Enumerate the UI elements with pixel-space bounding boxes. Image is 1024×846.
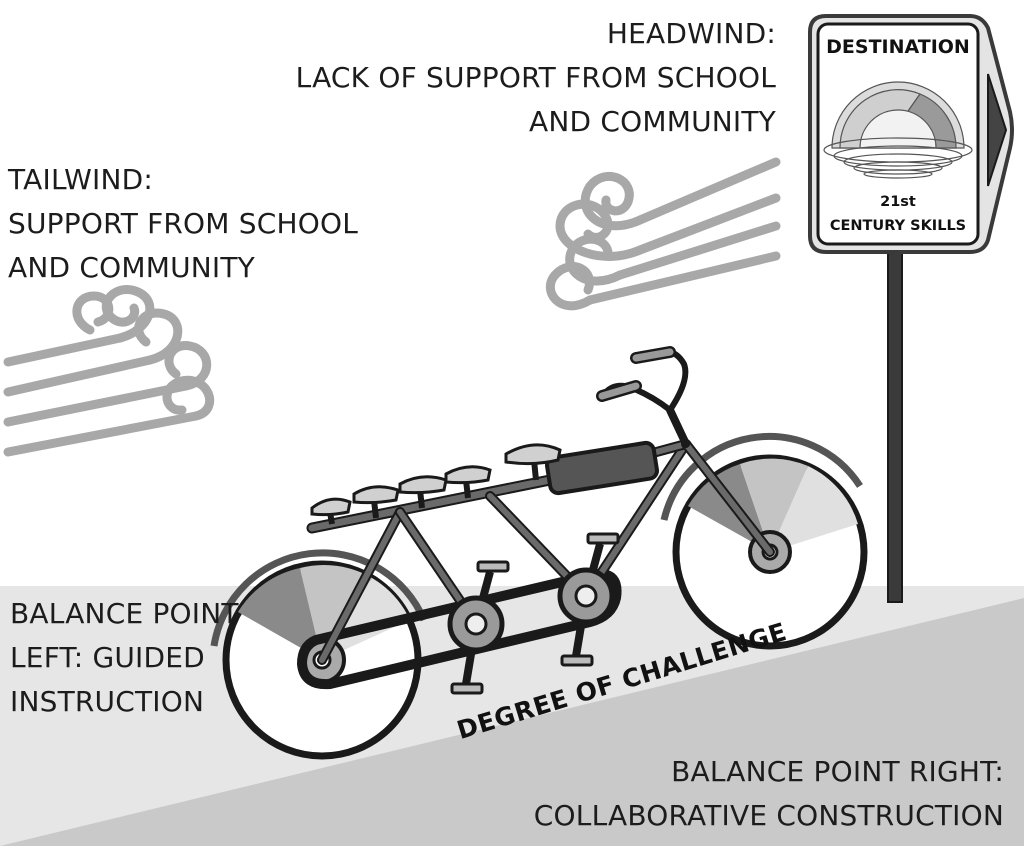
headwind-line-2: LACK OF SUPPORT FROM SCHOOL bbox=[295, 61, 776, 94]
destination-subtitle-line-1: 21st bbox=[880, 194, 916, 210]
destination-subtitle-line-2: CENTURY SKILLS bbox=[829, 218, 967, 234]
tailwind-label: TAILWIND: SUPPORT FROM SCHOOL AND COMMUN… bbox=[8, 158, 358, 290]
tailwind-line-2: SUPPORT FROM SCHOOL bbox=[8, 207, 359, 240]
balance-right-label: BALANCE POINT RIGHT: COLLABORATIVE CONST… bbox=[534, 750, 1004, 838]
challenge-slope bbox=[0, 598, 1024, 846]
seats bbox=[310, 443, 562, 525]
headwind-gust-icon bbox=[546, 157, 781, 311]
balance-right-line-1: BALANCE POINT RIGHT: bbox=[671, 755, 1004, 788]
tailwind-gust-icon bbox=[3, 285, 215, 457]
tailwind-line-3: AND COMMUNITY bbox=[8, 251, 255, 284]
headwind-line-3: AND COMMUNITY bbox=[529, 105, 776, 138]
balance-left-line-2: LEFT: GUIDED bbox=[10, 641, 205, 674]
destination-subtitle: 21st CENTURY SKILLS bbox=[818, 190, 978, 238]
tailwind-title: TAILWIND: bbox=[8, 163, 154, 196]
sign-arrow-icon bbox=[987, 73, 1008, 187]
handlebars bbox=[596, 346, 689, 413]
balance-left-line-1: BALANCE POINT bbox=[10, 597, 239, 630]
balance-left-label: BALANCE POINT LEFT: GUIDED INSTRUCTION bbox=[10, 592, 239, 724]
sign-post bbox=[887, 239, 903, 603]
headwind-label: HEADWIND: LACK OF SUPPORT FROM SCHOOL AN… bbox=[296, 12, 776, 144]
skills-framework-icon bbox=[823, 81, 973, 179]
rear-fender bbox=[210, 549, 428, 647]
balance-right-line-2: COLLABORATIVE CONSTRUCTION bbox=[533, 799, 1004, 832]
destination-title: DESTINATION bbox=[826, 36, 970, 58]
headwind-title: HEADWIND: bbox=[606, 17, 776, 50]
chainrings bbox=[447, 567, 615, 653]
frame-panel bbox=[545, 440, 659, 496]
front-fender bbox=[660, 432, 863, 521]
balance-left-line-3: INSTRUCTION bbox=[10, 685, 205, 718]
